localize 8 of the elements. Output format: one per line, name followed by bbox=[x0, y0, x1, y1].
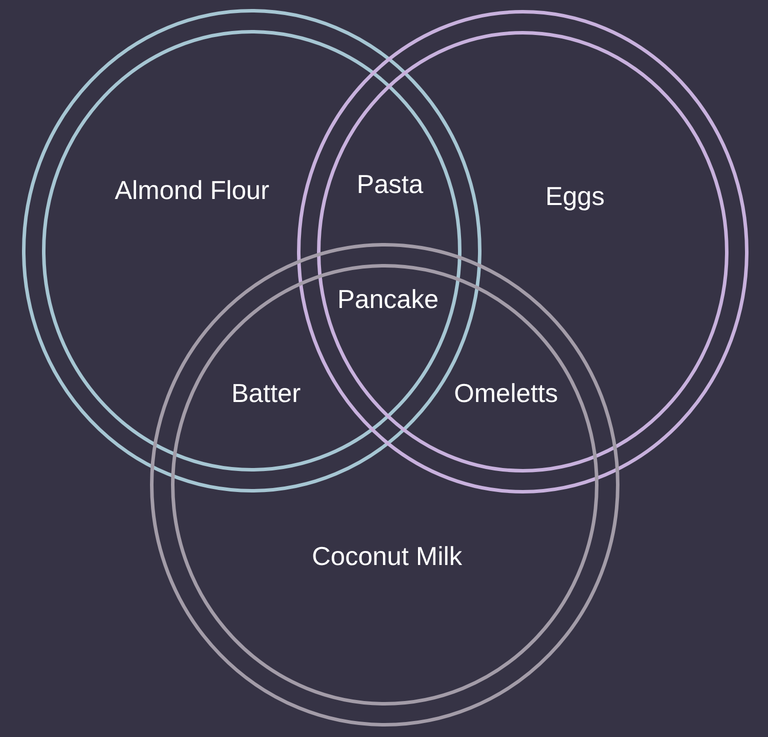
set-label: Coconut Milk bbox=[312, 543, 462, 569]
overlap-label: Omeletts bbox=[454, 380, 558, 406]
overlap-label: Pasta bbox=[356, 171, 424, 197]
venn-circle bbox=[150, 243, 620, 727]
set-label: Almond Flour bbox=[114, 177, 270, 203]
overlap-label: Batter bbox=[231, 380, 301, 406]
set-label: Eggs bbox=[545, 183, 605, 209]
overlap-label: Pancake bbox=[337, 286, 439, 312]
